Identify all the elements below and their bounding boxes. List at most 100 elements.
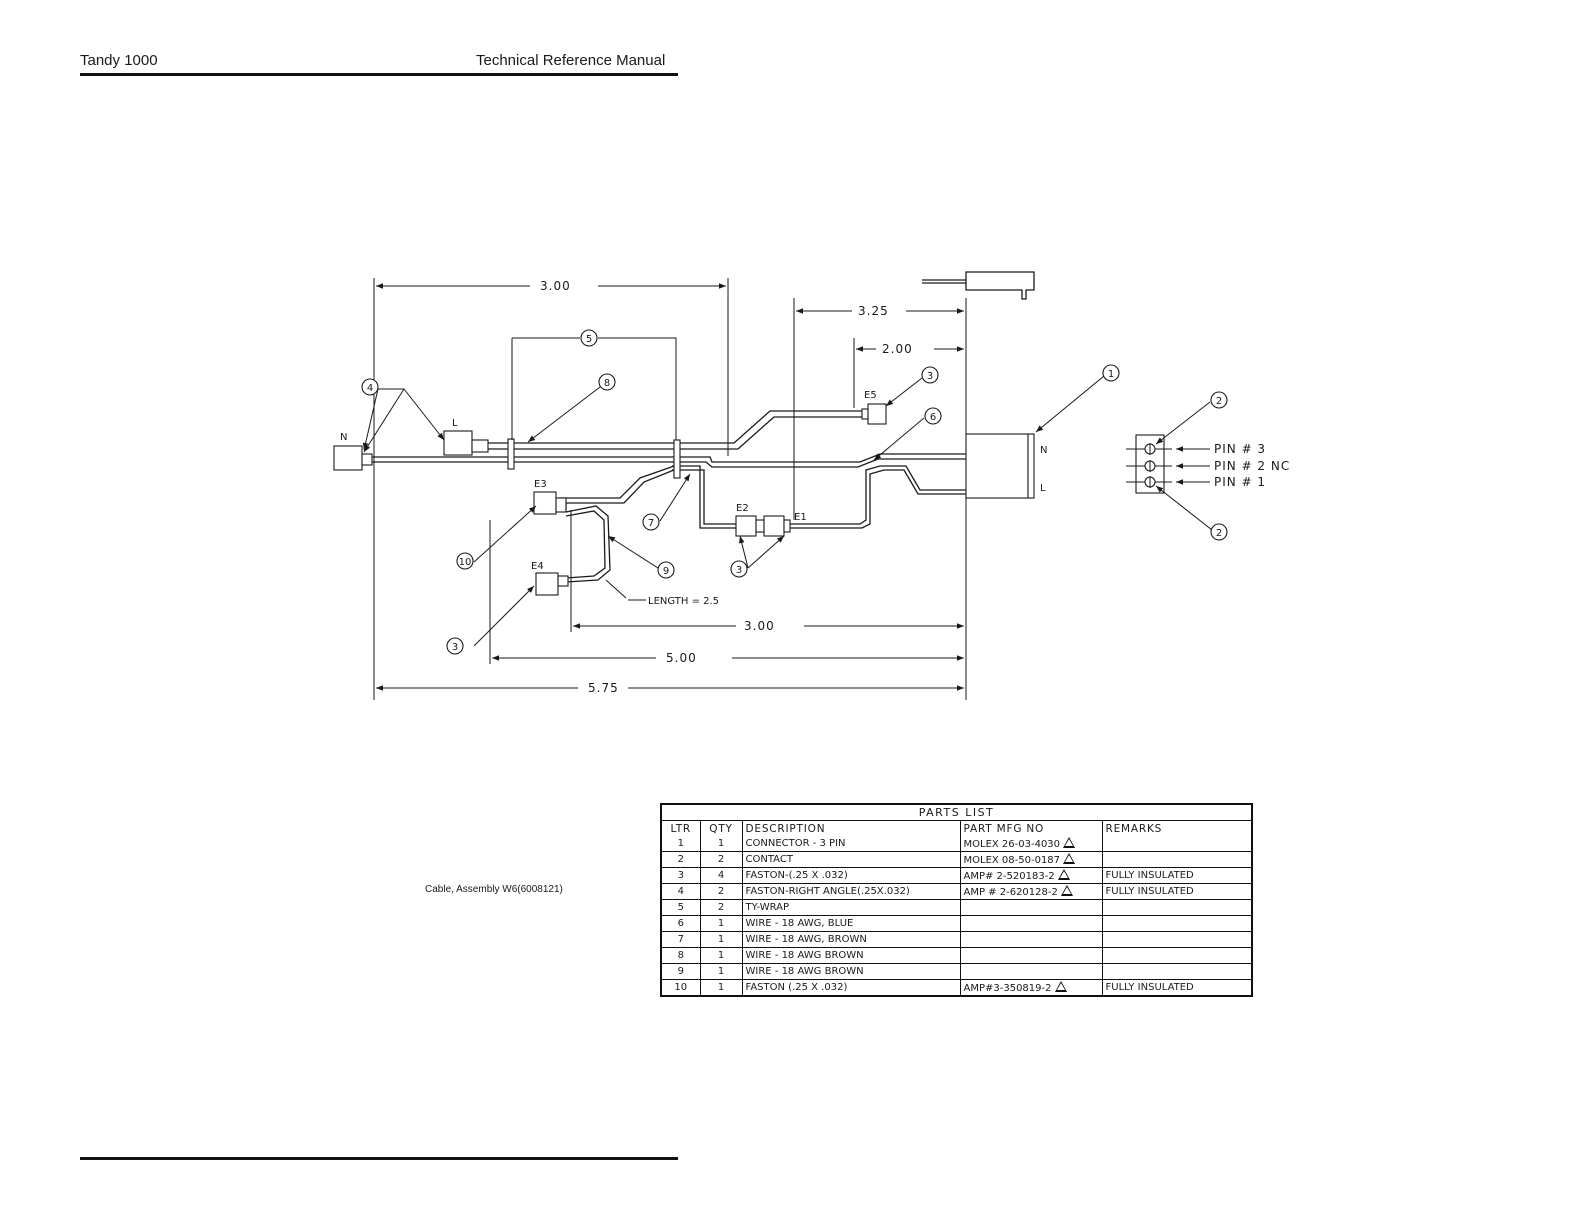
connector-body xyxy=(965,433,1029,499)
cell-part-mfg-no xyxy=(959,931,1103,948)
cell-remarks: FULLY INSULATED xyxy=(1101,883,1251,900)
terminal-e1 xyxy=(763,515,785,537)
pin-3-label: PIN # 3 xyxy=(1214,442,1266,456)
cell-description: TY-WRAP xyxy=(741,899,961,916)
svg-text:8: 8 xyxy=(604,378,610,389)
dim-3-00-top: 3.00 xyxy=(540,279,571,293)
cell-ltr: 10 xyxy=(662,979,701,995)
revision-triangle-icon: 2 xyxy=(1063,853,1076,864)
dim-3-25: 3.25 xyxy=(858,304,889,318)
cell-remarks xyxy=(1101,947,1251,964)
cell-qty: 2 xyxy=(699,851,743,868)
cell-part-mfg-no xyxy=(959,915,1103,932)
cell-remarks xyxy=(1101,899,1251,916)
terminal-labels: N L E5 E3 E2 E1 E4 LENGTH = 2.5 xyxy=(340,390,877,607)
svg-text:3: 3 xyxy=(736,565,742,576)
balloon-3-e4: 3 xyxy=(446,637,464,655)
revision-triangle-icon: 2 xyxy=(1063,837,1076,848)
balloon-2-lower: 2 xyxy=(1210,523,1228,541)
cell-qty: 2 xyxy=(699,899,743,916)
header-rule xyxy=(80,73,678,76)
svg-text:7: 7 xyxy=(648,518,654,529)
cell-ltr: 1 xyxy=(662,836,701,852)
cell-ltr: 8 xyxy=(662,947,701,964)
dim-3-00-bottom: 3.00 xyxy=(744,619,775,633)
col-remarks: REMARKS xyxy=(1101,821,1251,836)
cell-qty: 1 xyxy=(699,963,743,980)
col-description: DESCRIPTION xyxy=(741,821,961,836)
ty-wraps xyxy=(507,438,681,479)
svg-text:6: 6 xyxy=(930,412,936,423)
cell-remarks: FULLY INSULATED xyxy=(1101,979,1251,995)
cell-ltr: 4 xyxy=(662,883,701,900)
terminal-e2 xyxy=(735,515,757,537)
svg-text:4: 4 xyxy=(367,383,373,394)
svg-text:9: 9 xyxy=(663,566,669,577)
col-ltr: LTR xyxy=(662,821,701,836)
cell-ltr: 9 xyxy=(662,963,701,980)
balloon-5: 5 xyxy=(580,329,598,347)
parts-header-row: LTR QTY DESCRIPTION PART MFG NO REMARKS xyxy=(662,821,1251,836)
terminal-e5 xyxy=(867,403,887,425)
cell-qty: 1 xyxy=(699,979,743,995)
parts-list-table: PARTS LIST LTR QTY DESCRIPTION PART MFG … xyxy=(660,803,1253,997)
balloon-8: 8 xyxy=(598,373,616,391)
label-e3: E3 xyxy=(534,479,547,490)
balloon-6: 6 xyxy=(924,407,942,425)
svg-text:1: 1 xyxy=(1108,369,1114,380)
cell-ltr: 2 xyxy=(662,851,701,868)
svg-text:3: 3 xyxy=(927,371,933,382)
cell-remarks xyxy=(1101,851,1251,868)
label-n: N xyxy=(340,432,347,443)
connector-face-view: PIN # 3 PIN # 2 NC PIN # 1 xyxy=(1126,434,1290,494)
balloon-7: 7 xyxy=(642,513,660,531)
cell-description: WIRE - 18 AWG BROWN xyxy=(741,947,961,964)
header-manual-title: Technical Reference Manual xyxy=(476,52,666,69)
header-product-name: Tandy 1000 xyxy=(80,52,158,69)
cell-description: WIRE - 18 AWG BROWN xyxy=(741,963,961,980)
svg-text:10: 10 xyxy=(459,557,472,568)
cell-ltr: 7 xyxy=(662,931,701,948)
footer-rule xyxy=(80,1157,678,1160)
balloon-10: 10 xyxy=(456,552,474,570)
extension-lines xyxy=(373,278,967,700)
label-e4: E4 xyxy=(531,561,544,572)
pin-1-label: PIN # 1 xyxy=(1214,475,1266,489)
connector-label-n: N xyxy=(1040,445,1047,456)
cell-part-mfg-no xyxy=(959,899,1103,916)
balloons: 1 2 2 3 3 3 4 5 6 7 8 9 10 xyxy=(361,329,1228,655)
pin-2-label: PIN # 2 NC xyxy=(1214,459,1290,473)
terminal-l xyxy=(443,430,473,456)
cell-remarks xyxy=(1101,931,1251,948)
cell-qty: 1 xyxy=(699,931,743,948)
svg-text:2: 2 xyxy=(1216,396,1222,407)
balloon-2-upper: 2 xyxy=(1210,391,1228,409)
connector-label-l: L xyxy=(1040,483,1046,494)
figure-caption: Cable, Assembly W6(6008121) xyxy=(425,884,563,895)
cell-qty: 4 xyxy=(699,867,743,884)
revision-triangle-icon: 2 xyxy=(1060,885,1073,896)
balloon-4: 4 xyxy=(361,378,379,396)
cell-qty: 1 xyxy=(699,947,743,964)
balloon-9: 9 xyxy=(657,561,675,579)
cell-description: CONTACT xyxy=(741,851,961,868)
terminals xyxy=(333,403,887,596)
col-part-mfg-no: PART MFG NO xyxy=(959,821,1103,836)
terminal-e3 xyxy=(533,491,557,515)
parts-list-title: PARTS LIST xyxy=(662,805,1251,821)
cell-part-mfg-no xyxy=(959,947,1103,964)
cell-description: WIRE - 18 AWG, BLUE xyxy=(741,915,961,932)
label-e5: E5 xyxy=(864,390,877,401)
cell-remarks xyxy=(1101,836,1251,852)
